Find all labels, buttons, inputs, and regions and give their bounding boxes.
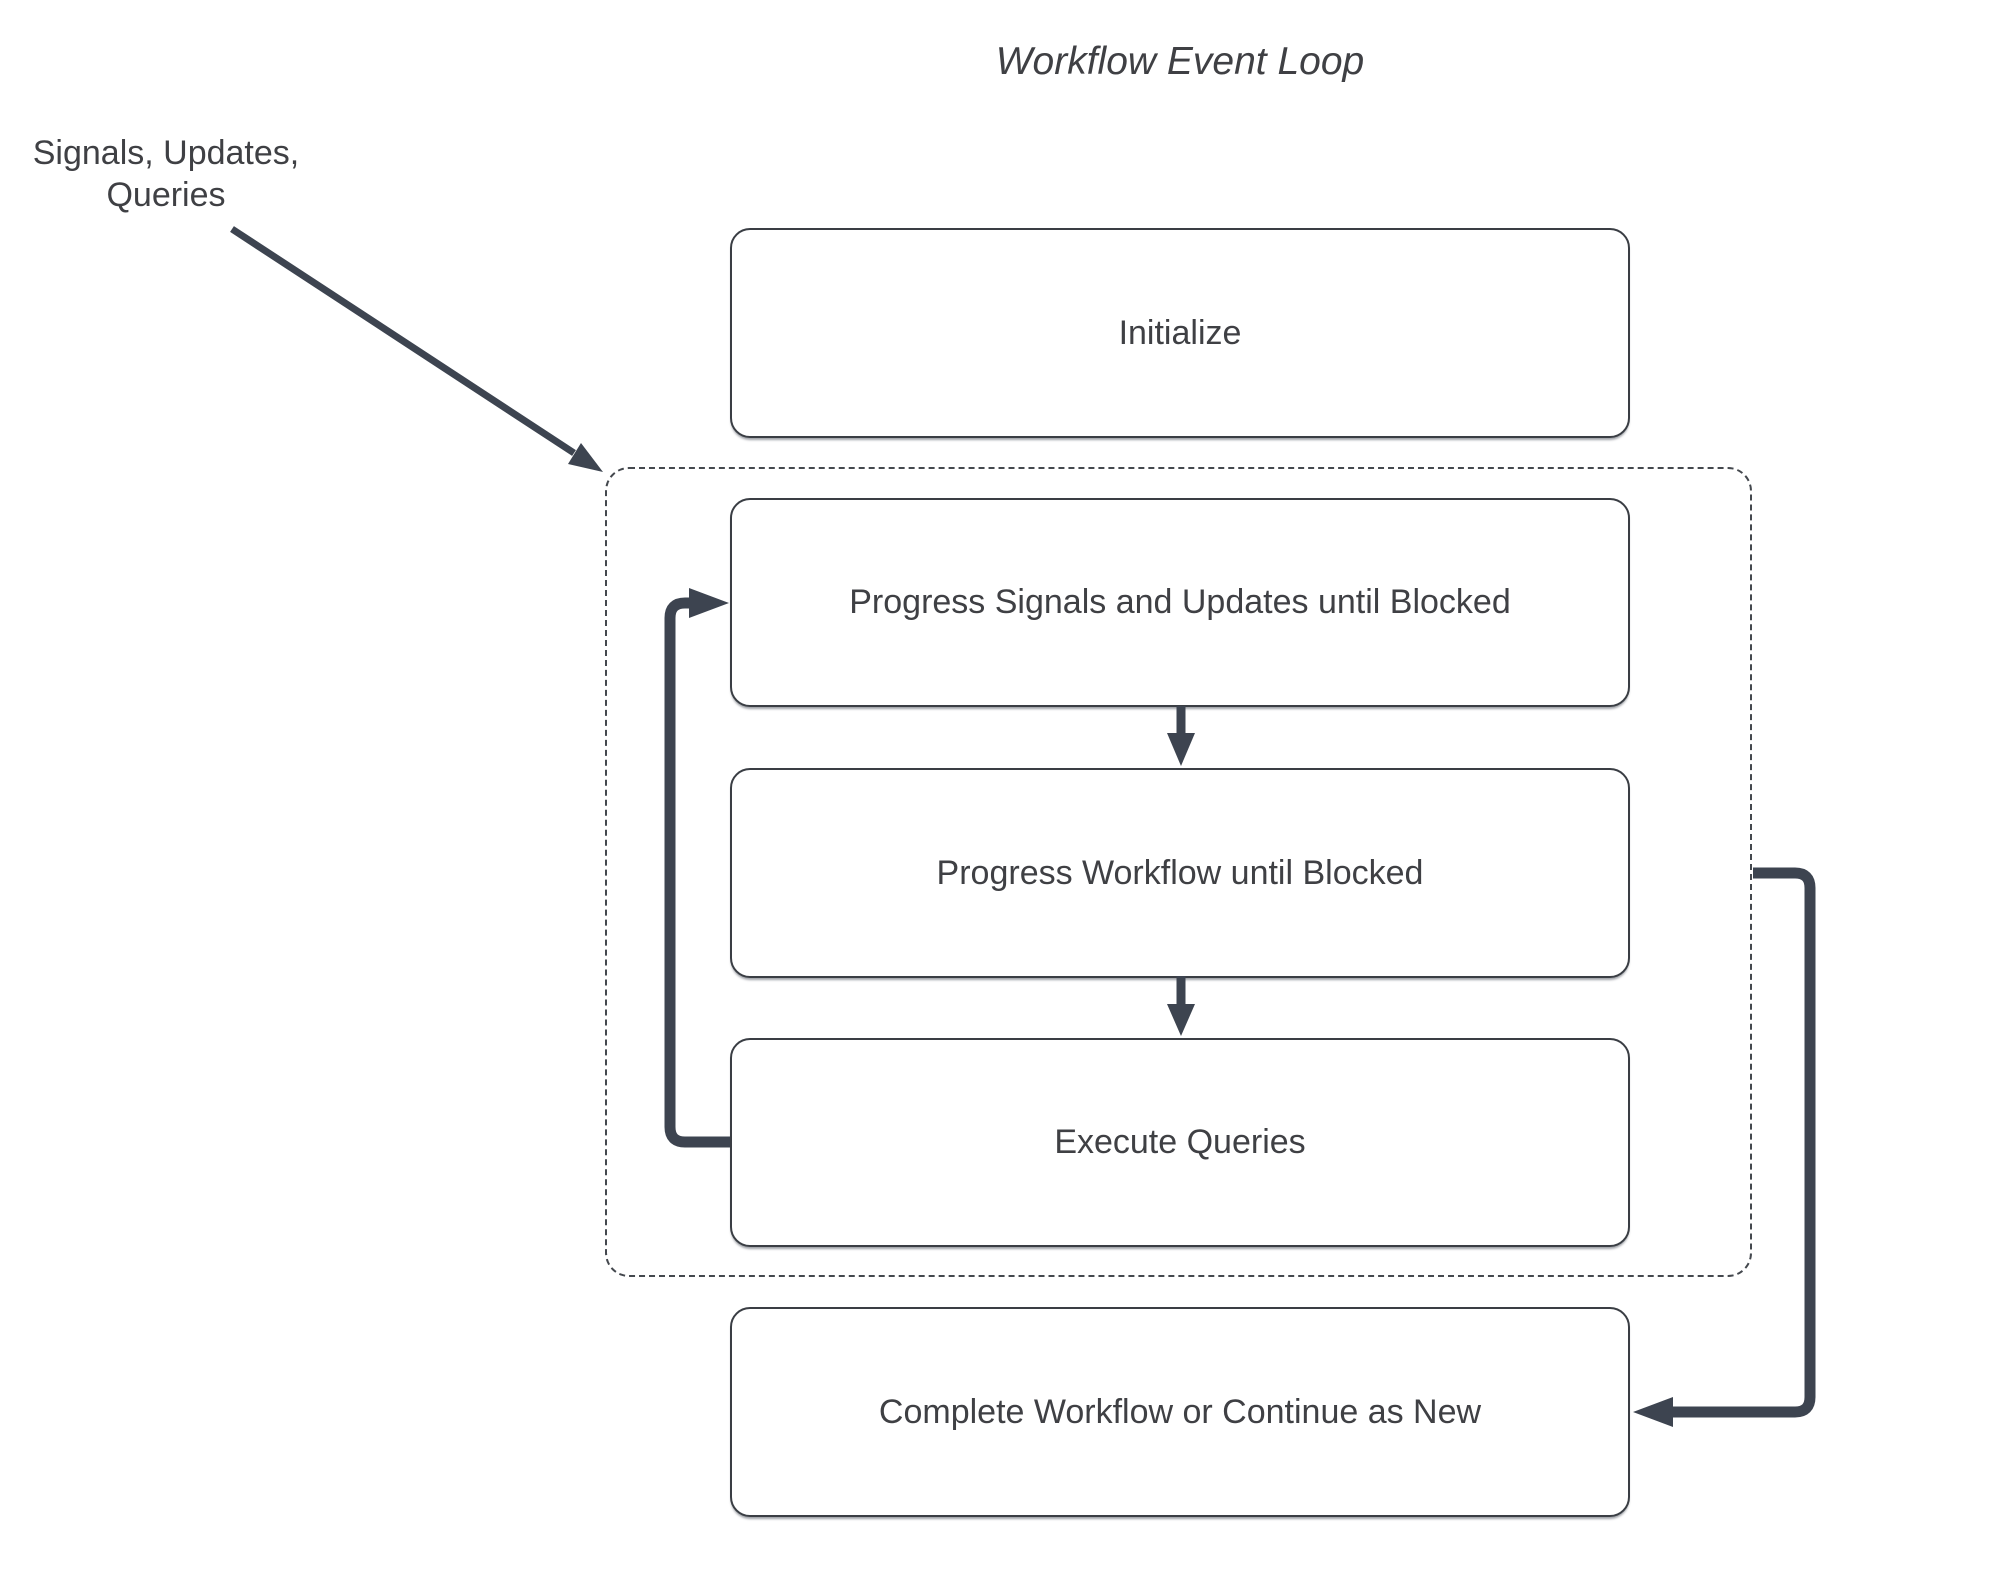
node-execute-queries: Execute Queries xyxy=(730,1038,1630,1247)
node-progress-workflow-label: Progress Workflow until Blocked xyxy=(936,853,1424,892)
diagram-title: Workflow Event Loop xyxy=(995,40,1365,83)
node-progress-signals-label: Progress Signals and Updates until Block… xyxy=(849,583,1511,621)
node-complete-label: Complete Workflow or Continue as New xyxy=(878,1392,1482,1431)
signals-to-group-arrow xyxy=(230,226,603,472)
node-initialize-label: Initialize xyxy=(1118,313,1242,352)
node-progress-workflow: Progress Workflow until Blocked xyxy=(730,768,1630,978)
signals-updates-queries-label: Signals, Updates, Queries xyxy=(32,134,300,214)
node-execute-queries-label: Execute Queries xyxy=(1054,1123,1306,1161)
node-initialize: Initialize xyxy=(730,228,1630,438)
node-complete: Complete Workflow or Continue as New xyxy=(730,1307,1630,1517)
node-progress-signals: Progress Signals and Updates until Block… xyxy=(730,498,1630,707)
